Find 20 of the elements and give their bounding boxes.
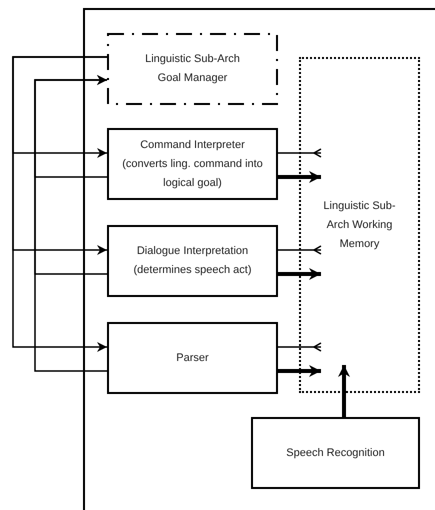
arrow xyxy=(34,75,107,372)
arrow xyxy=(278,148,322,158)
node-label: Command Interpreter (converts ling. command into logical goal) xyxy=(121,138,264,190)
arrow xyxy=(278,268,321,280)
process-box xyxy=(107,322,278,394)
arrow xyxy=(278,365,321,377)
node-label: Linguistic Sub-Arch Working Memory xyxy=(322,198,397,252)
arrow xyxy=(278,342,322,352)
memory-box xyxy=(299,57,420,393)
node-label: Dialogue Interpretation (determines speech act) xyxy=(132,244,252,278)
arrow xyxy=(12,56,107,352)
node-label: Speech Recognition xyxy=(286,446,385,460)
process-box xyxy=(107,225,278,297)
arrow xyxy=(278,245,322,255)
process-box xyxy=(251,417,420,489)
node-label: Parser xyxy=(176,350,209,366)
arrow xyxy=(338,365,350,417)
arrow xyxy=(278,171,321,183)
node-label: Linguistic Sub-Arch Goal Manager xyxy=(144,52,241,86)
process-box xyxy=(107,128,278,200)
